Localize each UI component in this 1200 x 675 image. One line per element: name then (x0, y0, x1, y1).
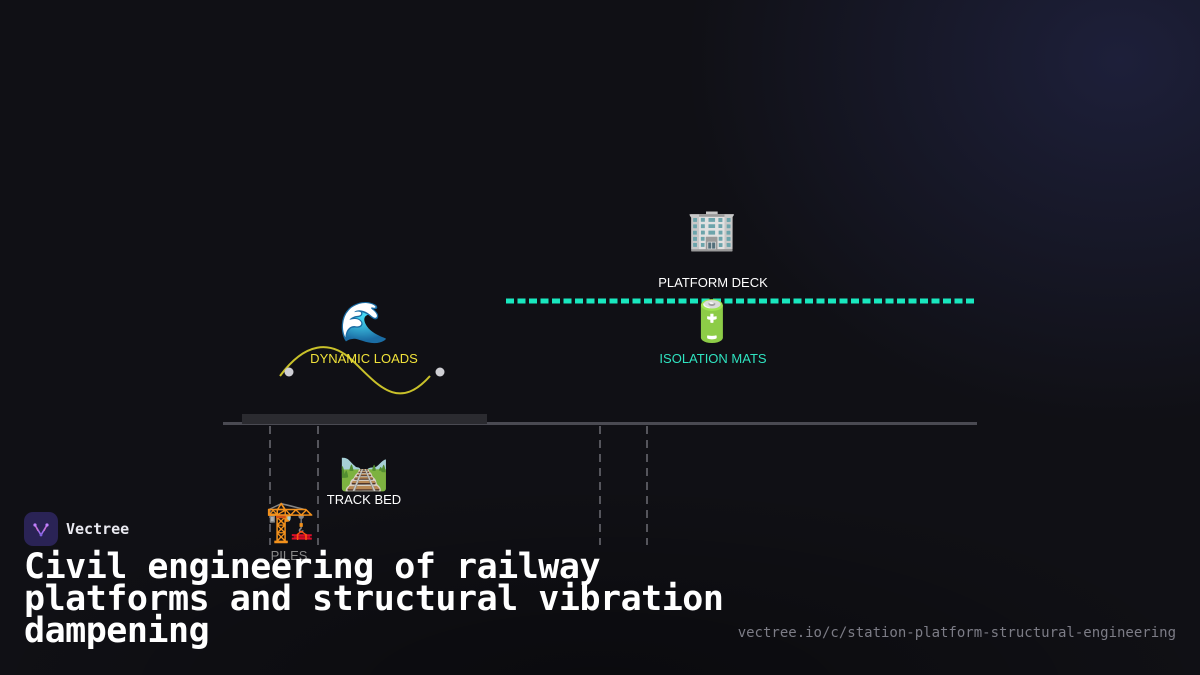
railway-track-icon: 🛤️ (339, 447, 389, 493)
vibration-wave (279, 346, 431, 395)
wave-endpoint (284, 367, 294, 377)
wave-endpoint (435, 367, 445, 377)
track-slab (242, 414, 487, 424)
piles-label: PILES (270, 548, 308, 563)
course-url: vectree.io/c/station-platform-structural… (737, 625, 1176, 641)
brand-name: Vectree (66, 520, 130, 538)
battery-icon: 🔋 (687, 299, 737, 345)
water-wave-icon: 🌊 (339, 300, 389, 346)
track-bed-label: TRACK BED (326, 492, 402, 507)
page-title: Civil engineering of railway platforms a… (24, 547, 724, 651)
construction-crane-icon: 🏗️ (265, 499, 315, 545)
dynamic-loads-label: DYNAMIC LOADS (310, 351, 418, 366)
isolation-mats-label: ISOLATION MATS (659, 351, 767, 366)
vectree-logo-icon (24, 512, 58, 546)
platform-deck-label: PLATFORM DECK (658, 275, 768, 290)
office-building-icon: 🏢 (687, 207, 737, 253)
brand: Vectree (24, 512, 129, 546)
